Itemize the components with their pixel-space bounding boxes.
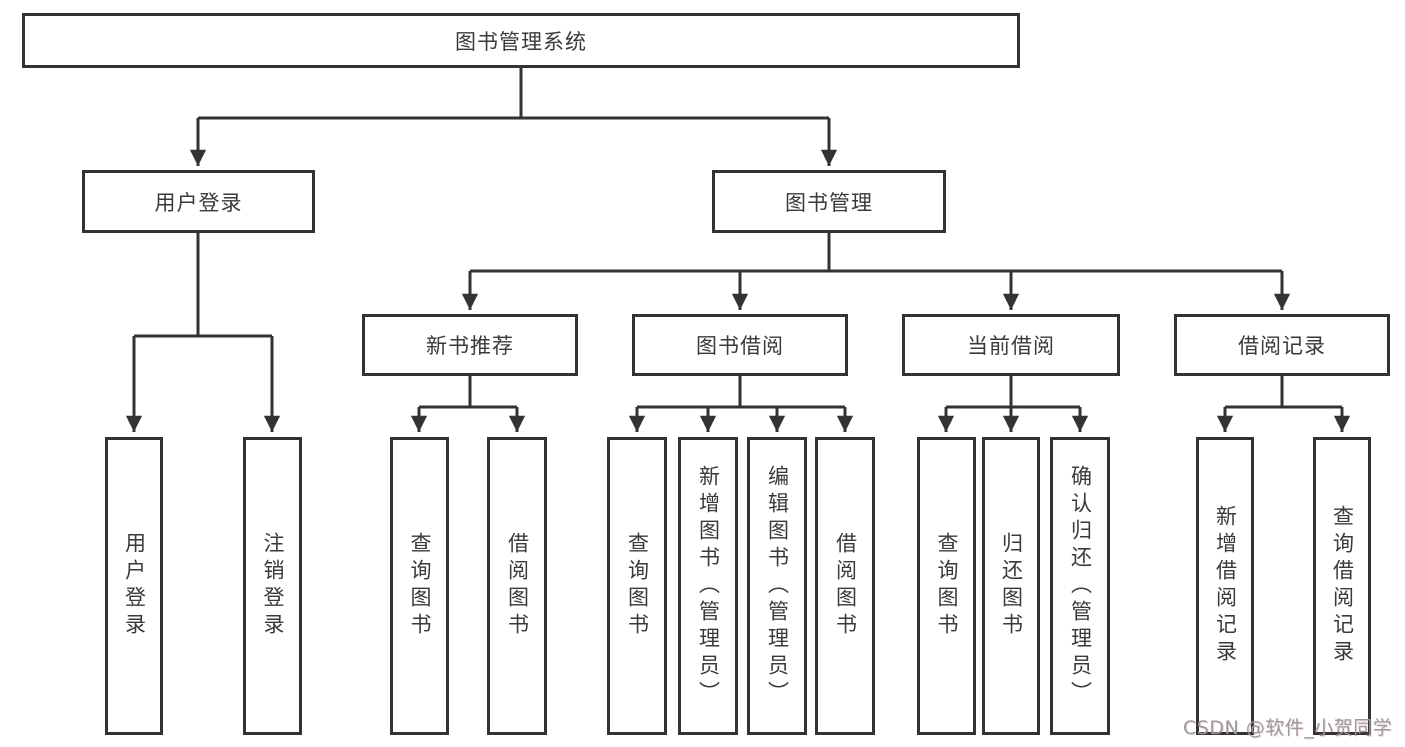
leaf-borrow-query-book-label: 查询图书 <box>625 532 650 640</box>
node-borrow-record-label: 借阅记录 <box>1238 334 1326 358</box>
leaf-borrow-add-book-admin-label: 新增图书（管理员） <box>696 464 721 708</box>
node-new-book-recommend-label: 新书推荐 <box>426 334 514 358</box>
leaf-borrow-borrow-book: 借阅图书 <box>815 437 875 735</box>
node-current-borrow-label: 当前借阅 <box>967 334 1055 358</box>
node-book-management: 图书管理 <box>712 170 946 233</box>
node-book-borrow-label: 图书借阅 <box>696 334 784 358</box>
leaf-user-login: 用户登录 <box>105 437 163 735</box>
leaf-borrow-edit-book-admin-label: 编辑图书（管理员） <box>765 464 790 708</box>
leaf-borrow-borrow-book-label: 借阅图书 <box>833 532 858 640</box>
leaf-current-query-book-label: 查询图书 <box>935 532 959 640</box>
node-current-borrow: 当前借阅 <box>902 314 1120 376</box>
leaf-newbook-query-book-label: 查询图书 <box>408 532 432 640</box>
leaf-logout-login-label: 注销登录 <box>261 532 285 640</box>
leaf-user-login-label: 用户登录 <box>122 532 147 640</box>
node-book-management-label: 图书管理 <box>785 190 873 215</box>
leaf-newbook-query-book: 查询图书 <box>390 437 449 735</box>
node-new-book-recommend: 新书推荐 <box>362 314 578 376</box>
leaf-current-confirm-return-admin-label: 确认归还（管理员） <box>1068 464 1093 708</box>
node-library-system-label: 图书管理系统 <box>455 29 587 54</box>
node-user-login-label: 用户登录 <box>154 190 243 215</box>
node-borrow-record: 借阅记录 <box>1174 314 1390 376</box>
leaf-newbook-borrow-book-label: 借阅图书 <box>505 532 530 640</box>
leaf-record-query-borrow-record-label: 查询借阅记录 <box>1330 505 1355 667</box>
leaf-borrow-edit-book-admin: 编辑图书（管理员） <box>747 437 807 735</box>
leaf-record-query-borrow-record: 查询借阅记录 <box>1313 437 1371 735</box>
node-user-login: 用户登录 <box>82 170 315 233</box>
node-library-system: 图书管理系统 <box>22 13 1020 68</box>
leaf-logout-login: 注销登录 <box>243 437 302 735</box>
leaf-record-add-borrow-record: 新增借阅记录 <box>1196 437 1254 735</box>
leaf-borrow-add-book-admin: 新增图书（管理员） <box>678 437 738 735</box>
csdn-watermark: CSDN @软件_小贺同学 <box>1183 717 1393 739</box>
leaf-borrow-query-book: 查询图书 <box>607 437 667 735</box>
leaf-record-add-borrow-record-label: 新增借阅记录 <box>1213 505 1238 667</box>
leaf-current-return-book-label: 归还图书 <box>999 532 1024 640</box>
leaf-current-return-book: 归还图书 <box>982 437 1040 735</box>
node-book-borrow: 图书借阅 <box>632 314 848 376</box>
leaf-current-confirm-return-admin: 确认归还（管理员） <box>1050 437 1110 735</box>
leaf-newbook-borrow-book: 借阅图书 <box>487 437 547 735</box>
leaf-current-query-book: 查询图书 <box>917 437 976 735</box>
